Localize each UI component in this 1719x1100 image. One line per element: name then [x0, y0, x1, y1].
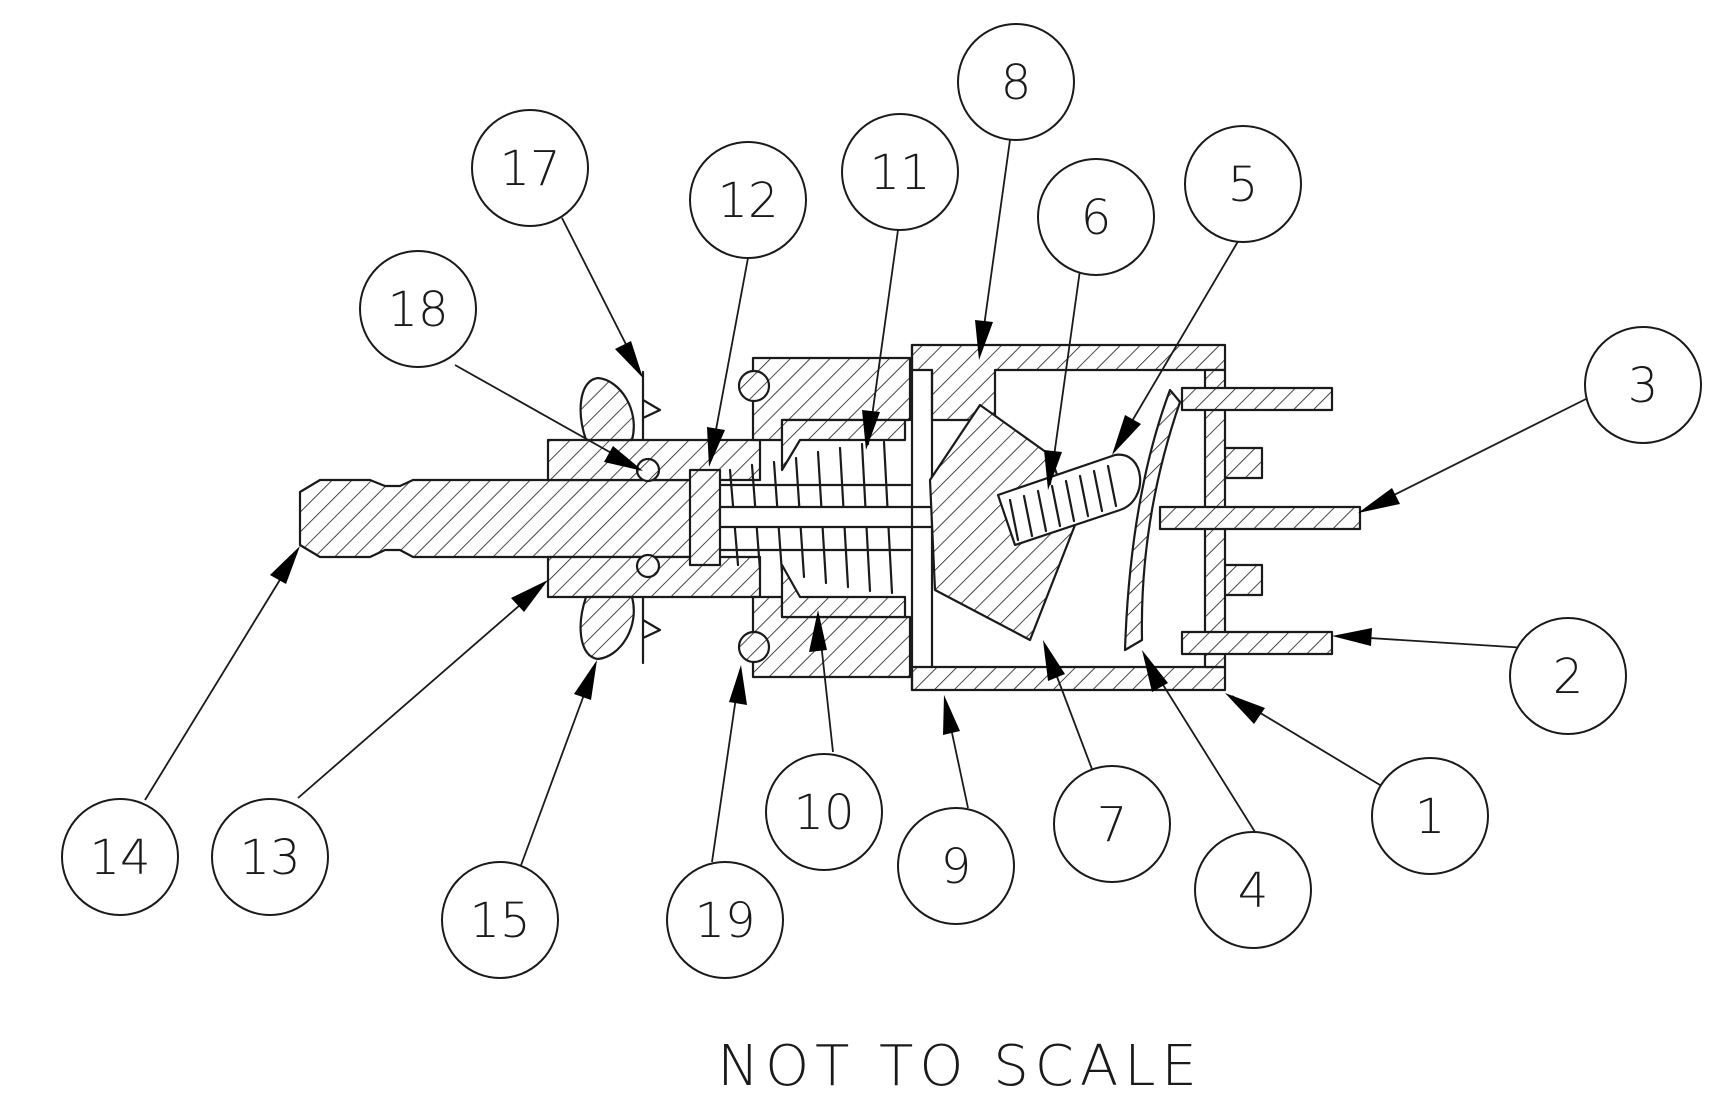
balloon-label-2: 2: [1553, 649, 1584, 705]
leader-11: [867, 229, 899, 446]
balloon-label-6: 6: [1081, 190, 1112, 246]
balloon-label-1: 1: [1415, 789, 1446, 845]
terminal-center: [1158, 505, 1362, 531]
balloon-10: 10: [765, 753, 883, 871]
balloon-3: 3: [1584, 326, 1702, 444]
balloon-6: 6: [1037, 158, 1155, 276]
arrowhead-8: [975, 320, 993, 360]
leader-3: [1363, 391, 1601, 511]
balloon-label-9: 9: [941, 839, 972, 895]
balloon-2: 2: [1509, 617, 1627, 735]
nut-lower: [579, 595, 635, 661]
leader-6: [1049, 269, 1081, 486]
arrowhead-11: [862, 410, 880, 450]
leader-5: [1114, 237, 1241, 451]
plunger-shaft: [298, 478, 707, 559]
arrowhead-12: [707, 427, 725, 467]
balloon-4: 4: [1194, 831, 1312, 949]
center-pin: [718, 505, 943, 529]
balloon-label-13: 13: [239, 830, 300, 886]
leader-8: [979, 139, 1011, 356]
balloon-label-19: 19: [694, 893, 755, 949]
arrowhead-4: [1142, 650, 1168, 692]
balloon-13: 13: [211, 798, 329, 916]
balloon-17: 17: [471, 109, 589, 227]
balloon-18: 18: [359, 250, 477, 368]
balloon-9: 9: [897, 807, 1015, 925]
callout-balloons: 1 2 3 4 5 6 7 8: [61, 23, 1702, 979]
case-frame-lower: [910, 665, 1227, 692]
scale-note: NOT TO SCALE: [717, 1034, 1203, 1099]
arrowhead-6: [1044, 450, 1062, 490]
arrowhead-10: [809, 610, 827, 652]
leader-12: [709, 257, 749, 463]
arrowhead-18: [604, 446, 643, 471]
arrowhead-15: [574, 660, 597, 700]
balloon-label-4: 4: [1238, 863, 1269, 919]
arrowhead-14: [270, 546, 300, 584]
balloon-label-3: 3: [1628, 358, 1659, 414]
terminal-bottom: [1180, 630, 1334, 656]
terminal-top: [1180, 386, 1334, 412]
balloon-label-7: 7: [1097, 797, 1128, 853]
arrowhead-19: [729, 665, 747, 705]
spring-seat: [688, 468, 722, 567]
terminal-base: [1203, 368, 1264, 669]
leader-4: [1144, 655, 1261, 841]
nut-upper: [579, 376, 635, 442]
balloon-15: 15: [441, 861, 559, 979]
balloon-1: 1: [1371, 757, 1489, 875]
balloon-label-12: 12: [717, 173, 778, 229]
balloon-7: 7: [1053, 765, 1171, 883]
o-ring-housing-bottom: [737, 630, 771, 664]
spring-cup-lower: [780, 563, 907, 619]
arrowhead-1: [1225, 693, 1265, 724]
balloon-5: 5: [1184, 125, 1302, 243]
lock-washer-upper: [641, 370, 662, 442]
o-ring-shaft-top: [635, 457, 661, 483]
balloon-label-15: 15: [469, 893, 530, 949]
leader-18: [454, 364, 639, 469]
balloon-label-14: 14: [89, 830, 150, 886]
arrowhead-7: [1043, 640, 1065, 681]
arrowhead-2: [1332, 628, 1372, 646]
arrowhead-13: [511, 580, 548, 612]
leader-15: [519, 664, 596, 869]
balloon-12: 12: [689, 141, 807, 259]
balloon-label-5: 5: [1228, 157, 1259, 213]
spring-cup-upper: [780, 418, 907, 472]
detent-spring: [1008, 464, 1118, 542]
arrowhead-5: [1112, 415, 1141, 455]
o-ring-housing-top: [737, 369, 771, 403]
balloon-8: 8: [957, 23, 1075, 141]
balloon-label-17: 17: [499, 141, 560, 197]
o-ring-shaft-bottom: [635, 553, 661, 579]
assembly: [298, 343, 1362, 692]
balloon-label-10: 10: [793, 785, 854, 841]
balloon-19: 19: [666, 861, 784, 979]
lock-washer-lower: [641, 595, 662, 665]
leader-14: [144, 551, 298, 801]
balloon-label-11: 11: [869, 145, 930, 201]
balloon-label-18: 18: [387, 282, 448, 338]
contact-leaf: [1123, 388, 1182, 652]
arrowhead-3: [1358, 488, 1400, 513]
leader-lines: [144, 139, 1601, 869]
balloon-11: 11: [841, 113, 959, 231]
leader-13: [297, 584, 544, 799]
balloon-14: 14: [61, 798, 179, 916]
balloon-label-8: 8: [1001, 55, 1032, 111]
arrowhead-17: [615, 341, 643, 378]
arrowhead-9: [943, 695, 960, 735]
